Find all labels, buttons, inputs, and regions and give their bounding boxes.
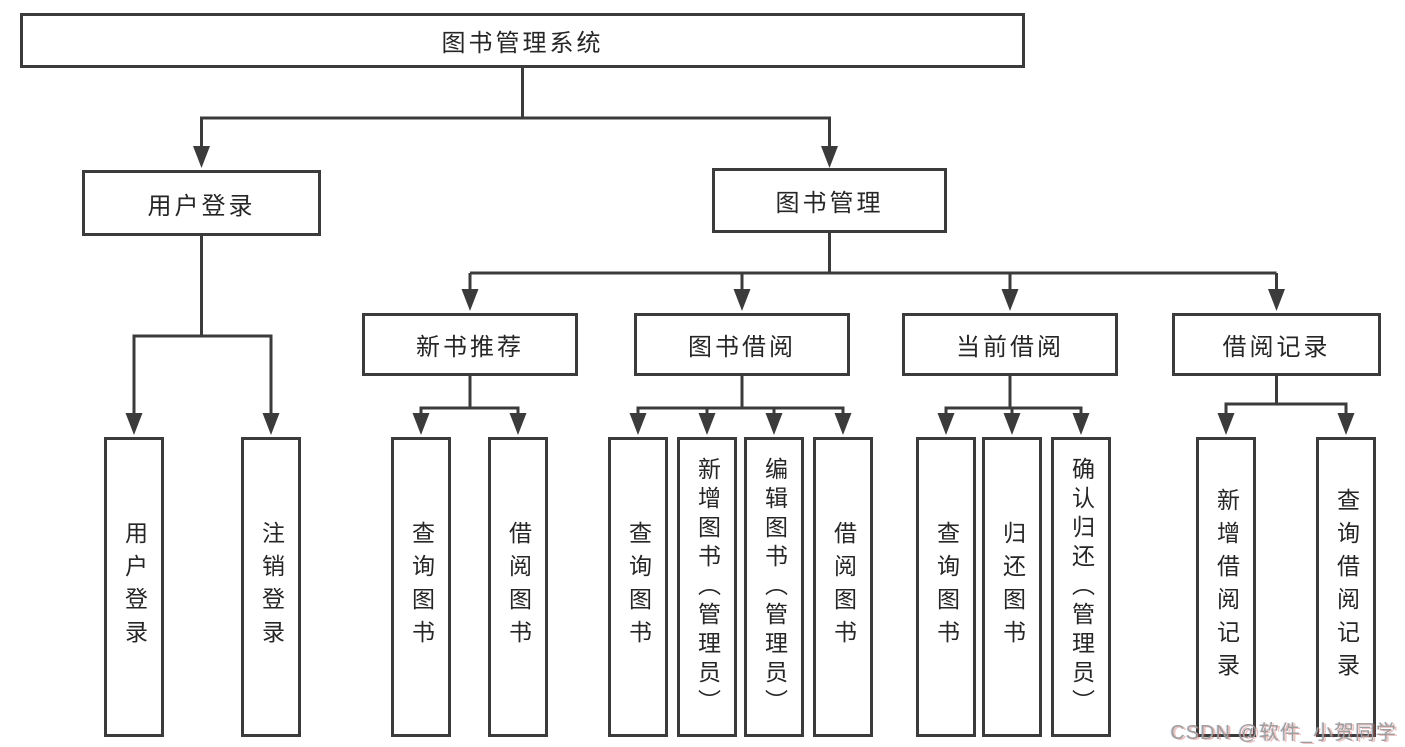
leaf-query-book-3-label: 查询图书 bbox=[933, 521, 960, 653]
leaf-return-book: 归还图书 bbox=[982, 437, 1042, 737]
node-new-book-recommend: 新书推荐 bbox=[362, 313, 578, 376]
node-root: 图书管理系统 bbox=[20, 13, 1025, 68]
leaf-borrow-book-2: 借阅图书 bbox=[813, 437, 873, 737]
leaf-edit-book-admin-label: 编辑图书（管理员） bbox=[761, 456, 788, 718]
leaf-query-book-2: 查询图书 bbox=[608, 437, 668, 737]
leaf-confirm-return-admin-label: 确认归还（管理员） bbox=[1068, 456, 1095, 718]
node-current-borrow: 当前借阅 bbox=[902, 313, 1118, 376]
leaf-return-book-label: 归还图书 bbox=[999, 521, 1026, 653]
leaf-add-book-admin: 新增图书（管理员） bbox=[677, 437, 737, 737]
node-borrow-records-label: 借阅记录 bbox=[1222, 334, 1331, 361]
node-current-borrow-label: 当前借阅 bbox=[956, 334, 1064, 361]
node-book-borrow-label: 图书借阅 bbox=[688, 334, 796, 361]
leaf-add-book-admin-label: 新增图书（管理员） bbox=[694, 456, 721, 718]
node-user-login: 用户登录 bbox=[82, 170, 321, 236]
leaf-confirm-return-admin: 确认归还（管理员） bbox=[1051, 437, 1111, 737]
leaf-logout: 注销登录 bbox=[241, 437, 301, 737]
leaf-logout-label: 注销登录 bbox=[258, 521, 285, 653]
node-book-management: 图书管理 bbox=[712, 168, 947, 233]
node-borrow-records: 借阅记录 bbox=[1172, 313, 1381, 376]
arrowheads bbox=[125, 146, 1355, 435]
leaf-add-borrow-record: 新增借阅记录 bbox=[1196, 437, 1256, 737]
watermark: CSDN @软件_小贺同学 bbox=[1170, 722, 1397, 744]
leaf-query-book-2-label: 查询图书 bbox=[625, 521, 652, 653]
node-book-management-label: 图书管理 bbox=[775, 190, 884, 217]
leaf-add-borrow-record-label: 新增借阅记录 bbox=[1213, 488, 1240, 686]
leaf-query-borrow-record-label: 查询借阅记录 bbox=[1333, 488, 1360, 686]
leaf-query-book-1-label: 查询图书 bbox=[408, 521, 435, 653]
leaf-user-login-label: 用户登录 bbox=[121, 521, 148, 653]
node-new-book-recommend-label: 新书推荐 bbox=[416, 334, 524, 361]
leaf-query-book-1: 查询图书 bbox=[391, 437, 451, 737]
leaf-borrow-book-1-label: 借阅图书 bbox=[505, 521, 532, 653]
node-book-borrow: 图书借阅 bbox=[634, 313, 850, 376]
leaf-user-login: 用户登录 bbox=[104, 437, 164, 737]
node-user-login-label: 用户登录 bbox=[147, 192, 256, 220]
leaf-borrow-book-2-label: 借阅图书 bbox=[830, 521, 857, 653]
leaf-query-book-3: 查询图书 bbox=[916, 437, 976, 737]
leaf-edit-book-admin: 编辑图书（管理员） bbox=[744, 437, 804, 737]
node-root-label: 图书管理系统 bbox=[441, 30, 604, 57]
leaf-borrow-book-1: 借阅图书 bbox=[488, 437, 548, 737]
leaf-query-borrow-record: 查询借阅记录 bbox=[1316, 437, 1376, 737]
